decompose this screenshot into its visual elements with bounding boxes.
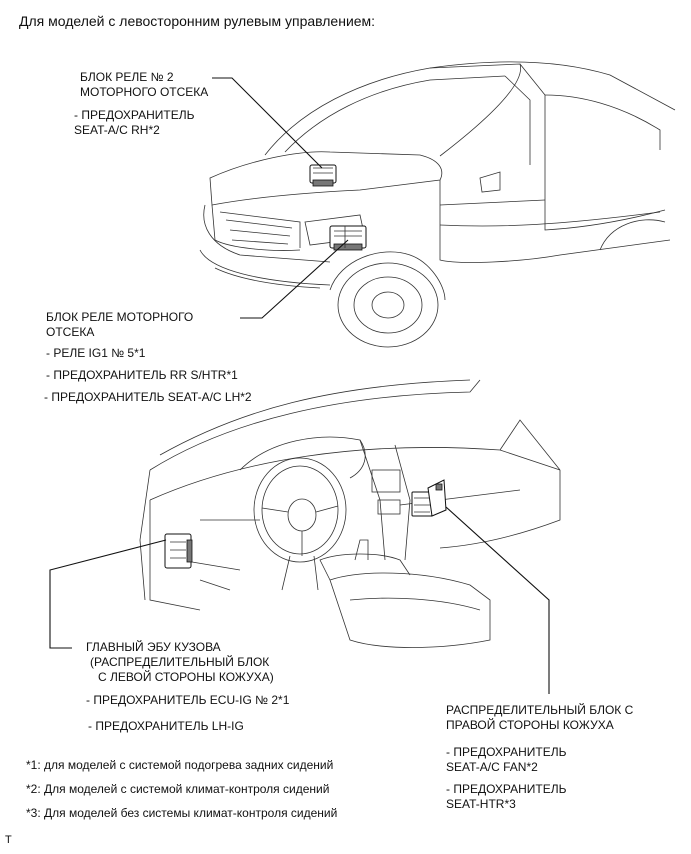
engine-relay-block-item1: - РЕЛЕ IG1 № 5*1	[46, 346, 146, 360]
engine-relay-block-item2: - ПРЕДОХРАНИТЕЛЬ RR S/HTR*1	[46, 368, 238, 382]
main-body-ecu-label-line2: (РАСПРЕДЕЛИТЕЛЬНЫЙ БЛОК	[90, 655, 270, 669]
engine-relay-block-label-line1: БЛОК РЕЛЕ МОТОРНОГО	[46, 310, 194, 324]
right-junction-block-fuse1-line2: SEAT-A/C FAN*2	[446, 760, 538, 774]
relay-block-2-fuse-line1: - ПРЕДОХРАНИТЕЛЬ	[74, 108, 195, 122]
vehicle-drawing	[199, 61, 676, 348]
page-title: Для моделей с левосторонним рулевым упра…	[19, 13, 376, 29]
dashboard-drawing	[139, 379, 561, 648]
main-body-ecu-item2: - ПРЕДОХРАНИТЕЛЬ LH-IG	[88, 719, 244, 733]
main-body-ecu-label-line1: ГЛАВНЫЙ ЭБУ КУЗОВА	[86, 640, 221, 654]
right-junction-block-label-line2: ПРАВОЙ СТОРОНЫ КОЖУХА	[446, 718, 614, 732]
engine-relay-block-item3: - ПРЕДОХРАНИТЕЛЬ SEAT-A/C LH*2	[44, 390, 252, 404]
relay-block-2-label-line2: МОТОРНОГО ОТСЕКА	[80, 85, 209, 99]
engine-relay-block-label-line2: ОТСЕКА	[46, 325, 95, 339]
footnote-2: *2: Для моделей с системой климат-контро…	[26, 782, 330, 796]
leader-lines	[49, 77, 550, 694]
footnote-3: *3: Для моделей без системы климат-контр…	[26, 806, 338, 820]
right-junction-block-fuse1-line1: - ПРЕДОХРАНИТЕЛЬ	[446, 745, 567, 759]
relay-block-2-fuse-line2: SEAT-A/C RH*2	[74, 123, 160, 137]
corner-mark: T	[5, 834, 12, 846]
right-junction-block-fuse2-line2: SEAT-HTR*3	[446, 797, 516, 811]
right-junction-block-fuse2-line1: - ПРЕДОХРАНИТЕЛЬ	[446, 782, 567, 796]
main-body-ecu-item1: - ПРЕДОХРАНИТЕЛЬ ECU-IG № 2*1	[86, 693, 290, 707]
footnote-1: *1: для моделей с системой подогрева зад…	[26, 758, 334, 772]
relay-block-2-label-line1: БЛОК РЕЛЕ № 2	[80, 70, 174, 84]
main-body-ecu-label-line3: С ЛЕВОЙ СТОРОНЫ КОЖУХА)	[98, 670, 274, 684]
right-junction-block-label-line1: РАСПРЕДЕЛИТЕЛЬНЫЙ БЛОК С	[446, 703, 634, 717]
